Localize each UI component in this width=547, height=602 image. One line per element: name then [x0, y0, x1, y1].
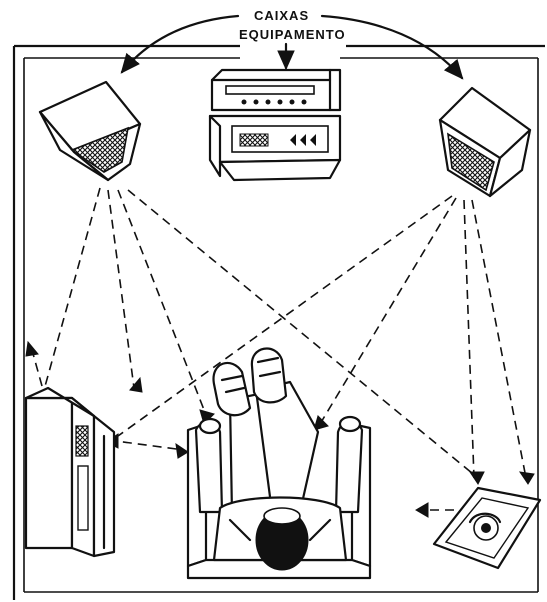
picture-frame-icon [434, 488, 540, 568]
speakers-label: CAIXAS [254, 8, 309, 23]
person-listener-icon [188, 349, 370, 578]
speaker-left-icon [40, 82, 140, 180]
speaker-right-icon [440, 88, 530, 196]
audio-equipment-icon [210, 70, 340, 180]
equipment-label: EQUIPAMENTO [239, 27, 346, 42]
furniture-cabinet-icon [26, 388, 114, 556]
